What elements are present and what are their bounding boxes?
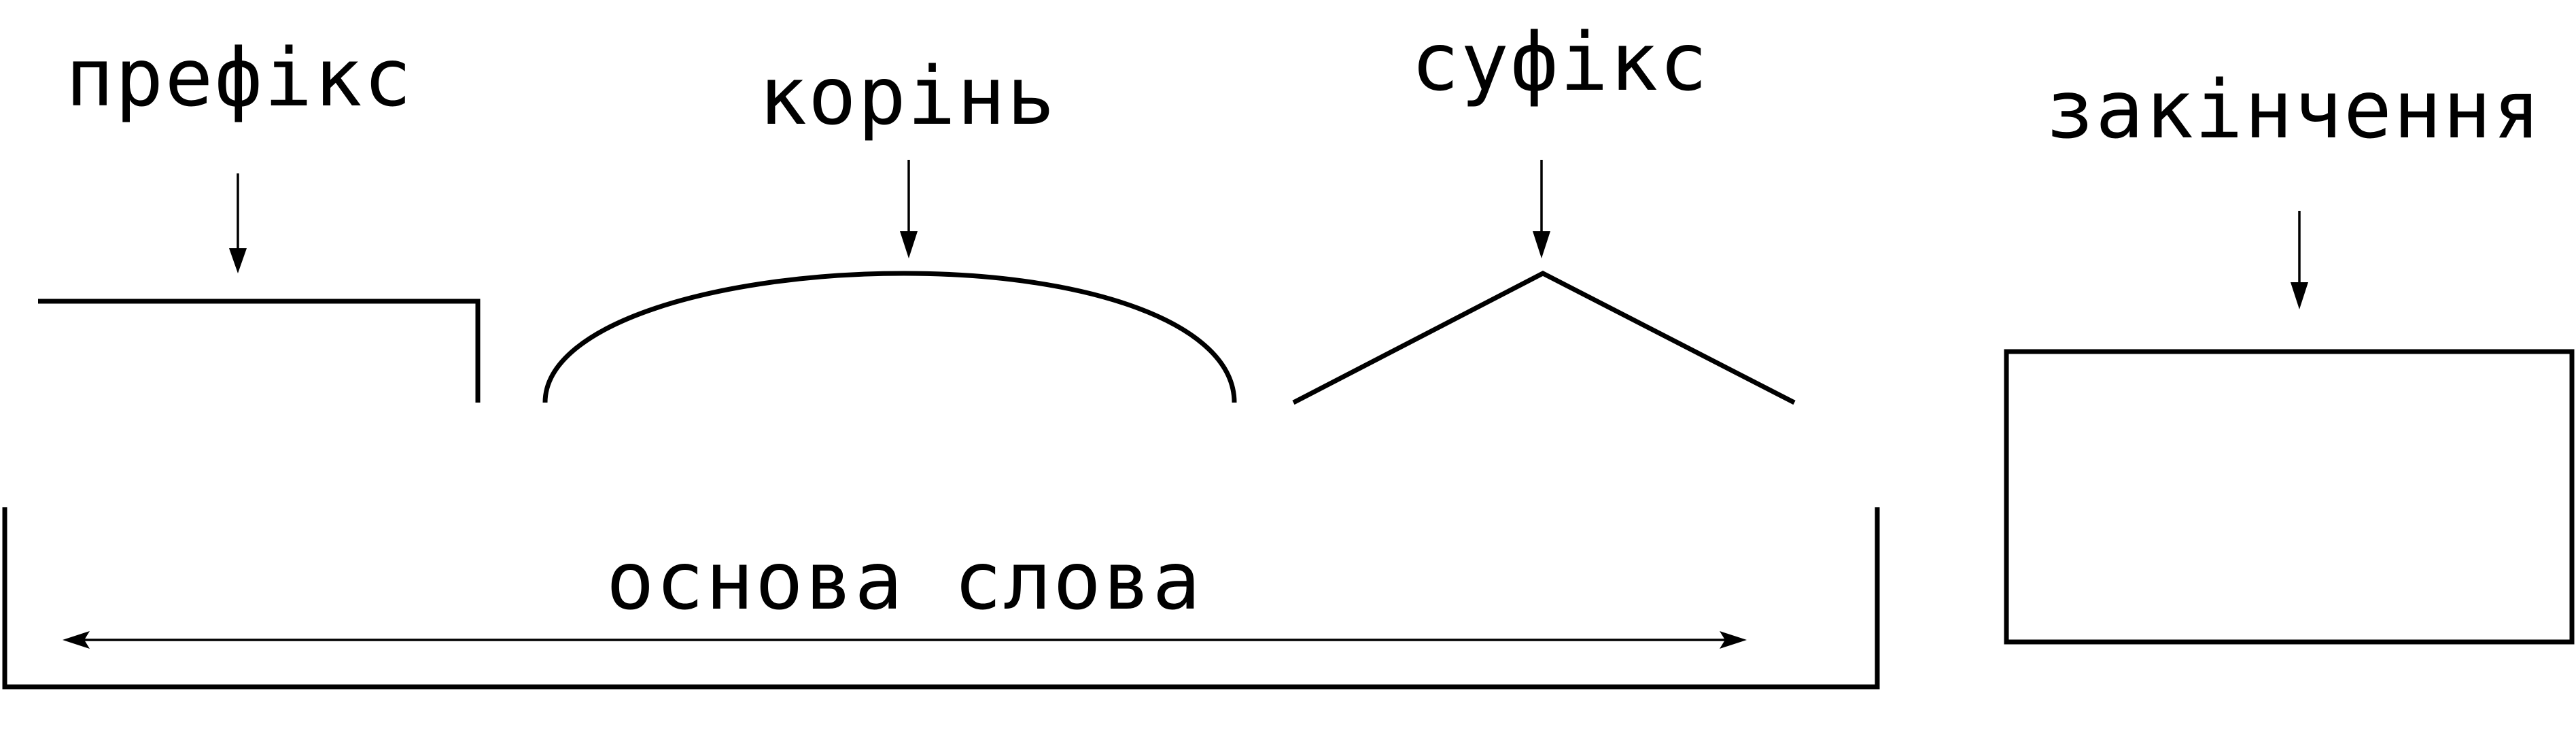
suffix-pointer-arrow: [1533, 160, 1550, 258]
ending-label: закінчення: [2046, 63, 2542, 156]
stem-bracket: [2, 507, 1880, 690]
root-symbol: [542, 271, 1237, 403]
stem-span-arrow: [63, 631, 1747, 649]
prefix-label: префікс: [65, 31, 413, 124]
ending-pointer-arrow: [2291, 211, 2308, 309]
prefix-pointer-arrow: [229, 173, 247, 273]
root-pointer-arrow: [900, 160, 918, 258]
ending-symbol: [2004, 349, 2575, 645]
suffix-label: суфікс: [1411, 15, 1709, 109]
root-label: корінь: [759, 49, 1056, 143]
suffix-symbol: [1292, 271, 1796, 405]
prefix-symbol: [38, 299, 481, 403]
stem-label: основа слова: [606, 534, 1202, 628]
